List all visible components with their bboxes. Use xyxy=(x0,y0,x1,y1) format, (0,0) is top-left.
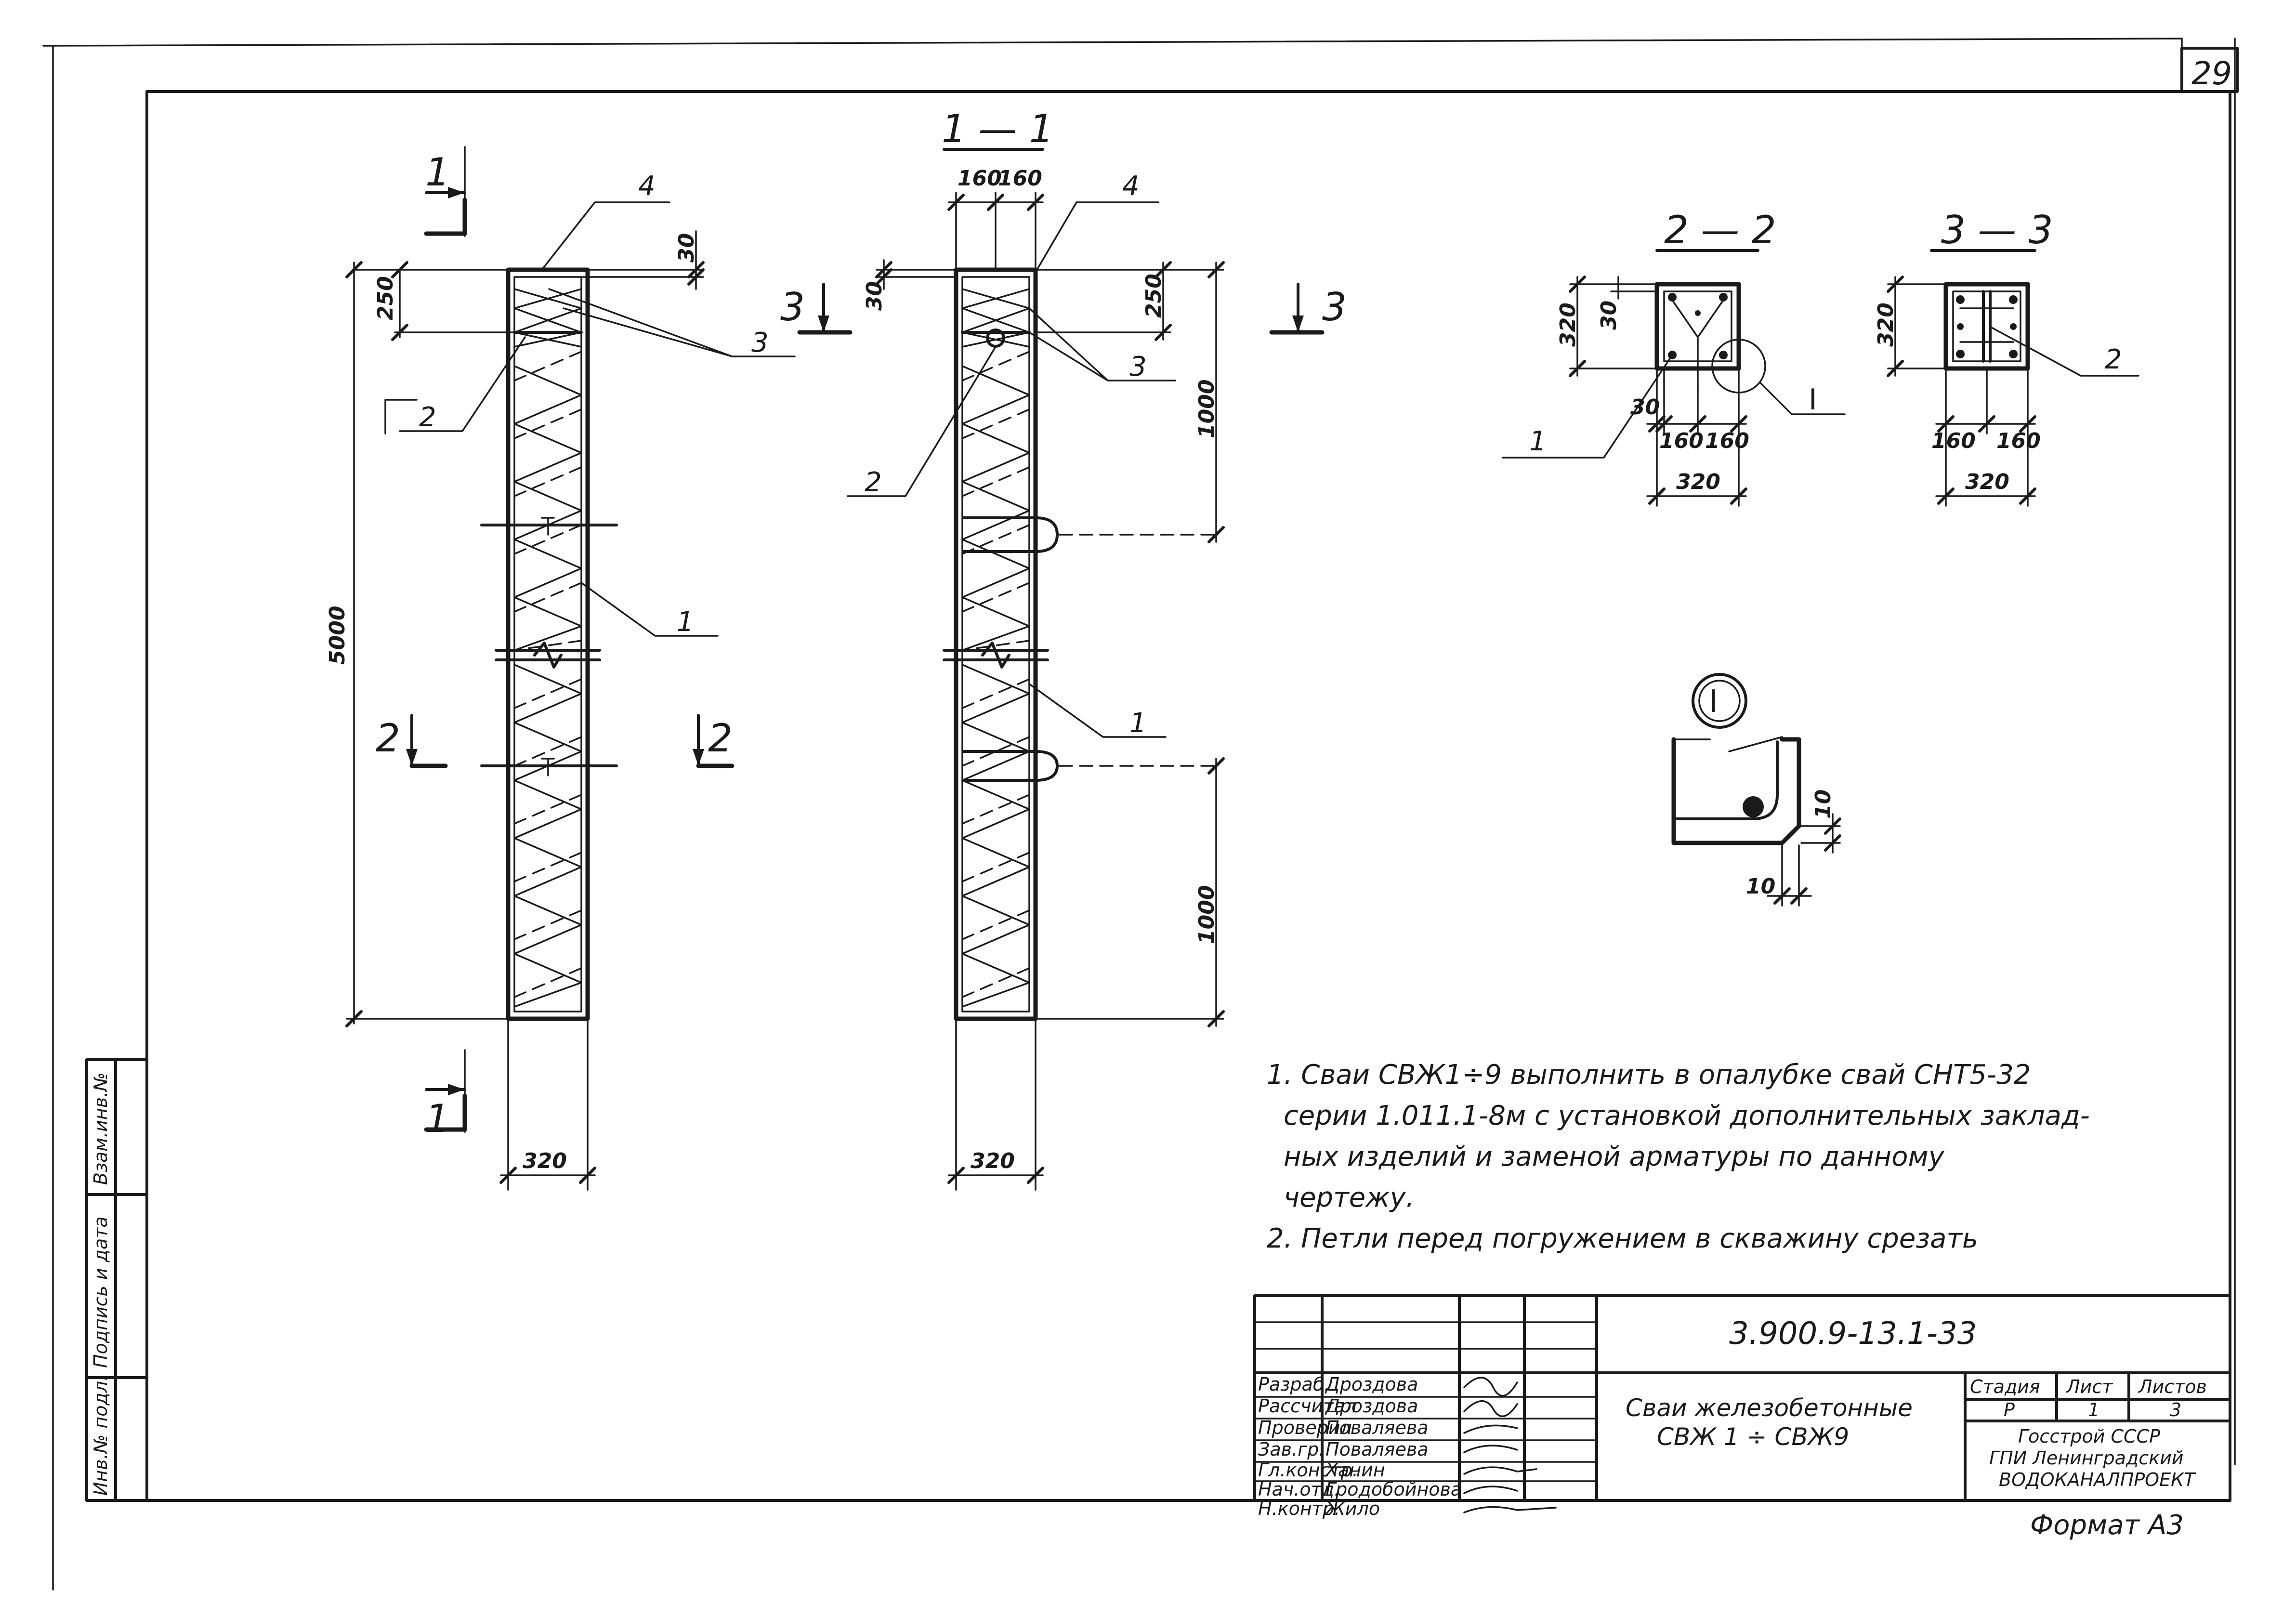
dim-s22-half-b: 160 xyxy=(1705,429,1749,453)
dim-top-cover-mid: 30 xyxy=(862,281,887,311)
note-line-1: 1. Сваи СВЖ1÷9 выполнить в опалубке свай… xyxy=(1267,1059,2031,1091)
dim-detail-b: 10 xyxy=(1746,874,1775,899)
sheet-frame: 29 Формат А3 xyxy=(42,38,2239,1591)
doc-code: 3.900.9-13.1-33 xyxy=(1729,1316,1977,1352)
section-3-3: 3 — 3 320 160 160 320 2 xyxy=(1874,208,2139,507)
sheets-label: Листов xyxy=(2138,1376,2207,1397)
note-line-3: ных изделий и заменой арматуры по данном… xyxy=(1284,1141,1945,1172)
view-left: 1 1 2 2 5000 250 30 320 4 3 2 1 xyxy=(325,146,796,1191)
view-mid-title: 1 — 1 xyxy=(942,106,1054,151)
callout-mid-1: 1 xyxy=(1129,708,1147,739)
doc-title-2: СВЖ 1 ÷ СВЖ9 xyxy=(1657,1423,1849,1451)
view-mid: 1 — 1 160 160 30 250 1000 xyxy=(780,106,1347,1191)
dim-top-height-mid: 250 xyxy=(1141,274,1166,318)
notes: 1. Сваи СВЖ1÷9 выполнить в опалубке свай… xyxy=(1267,1059,2090,1254)
role-2: Проверил xyxy=(1258,1417,1352,1438)
note-line-5: 2. Петли перед погружением в скважину ср… xyxy=(1267,1223,1978,1254)
stage-label: Стадия xyxy=(1970,1376,2040,1397)
doc-title-1: Сваи железобетонные xyxy=(1626,1394,1913,1422)
callout-2: 2 xyxy=(419,402,436,433)
callout-3: 3 xyxy=(751,327,769,358)
org-line-2: ГПИ Ленинградский xyxy=(1989,1447,2183,1469)
dim-s22-cover-side: 30 xyxy=(1630,395,1660,420)
dim-s22-width: 320 xyxy=(1676,470,1720,494)
name-5: Гродобойнова xyxy=(1325,1479,1462,1500)
dim-s33-width: 320 xyxy=(1965,470,2009,494)
name-0: Дроздова xyxy=(1325,1374,1418,1395)
callout-mid-2: 2 xyxy=(865,467,882,498)
dim-half-a: 160 xyxy=(958,166,1002,191)
role-5: Нач.отд. xyxy=(1258,1479,1340,1500)
dim-top-cover: 30 xyxy=(674,233,699,263)
name-3: Поваляева xyxy=(1325,1439,1429,1460)
dim-detail-a: 10 xyxy=(1811,789,1836,819)
note-line-4: чертежу. xyxy=(1284,1182,1415,1213)
section-mark-3-right: 3 xyxy=(1322,285,1347,329)
stamp-signature: Подпись и дата xyxy=(90,1216,111,1368)
title-block: 3.900.9-13.1-33 Сваи железобетонные СВЖ … xyxy=(1253,1294,2231,1519)
dim-s22-half-a: 160 xyxy=(1659,429,1704,453)
dim-lower-loop: 1000 xyxy=(1194,885,1219,944)
section-3-3-title: 3 — 3 xyxy=(1941,208,2053,252)
detail-I: I 10 10 xyxy=(1671,673,1841,907)
stamp-inv-orig: Инв.№ подл. xyxy=(90,1375,111,1496)
dim-half-b: 160 xyxy=(998,166,1042,191)
detail-callout: I xyxy=(1809,383,1817,417)
section-mark-right: 2 xyxy=(708,716,733,761)
callout-4: 4 xyxy=(638,171,656,202)
dim-s22-height: 320 xyxy=(1556,302,1580,347)
name-6: Жило xyxy=(1325,1498,1380,1519)
section-2-2: 2 — 2 I 320 30 30 160 160 320 1 xyxy=(1502,208,1846,507)
callout-s33-2: 2 xyxy=(2105,344,2122,375)
callout-s22-1: 1 xyxy=(1529,426,1547,457)
callout-1: 1 xyxy=(677,606,694,638)
section-mark-left: 2 xyxy=(376,716,400,761)
org-line-1: Госстрой СССР xyxy=(2018,1426,2160,1447)
name-1: Дроздова xyxy=(1325,1395,1418,1417)
name-2: Поваляева xyxy=(1325,1417,1429,1438)
sheet-number: 29 xyxy=(2191,55,2232,92)
dim-width-mid: 320 xyxy=(971,1149,1015,1173)
role-3: Зав.гр. xyxy=(1258,1439,1325,1460)
dim-s33-half-a: 160 xyxy=(1931,429,1976,453)
section-2-2-title: 2 — 2 xyxy=(1664,208,1776,252)
section-mark-3-left: 3 xyxy=(780,285,805,329)
detail-mark: I xyxy=(1709,684,1718,720)
dim-s33-height: 320 xyxy=(1874,302,1898,347)
sheet-label: Лист xyxy=(2065,1376,2113,1397)
side-stamp: Инв.№ подл. Подпись и дата Взам.инв.№ xyxy=(85,1058,148,1502)
dim-top-height: 250 xyxy=(373,276,398,320)
sheets-value: 3 xyxy=(2170,1399,2181,1420)
cut-mark-top: 1 xyxy=(425,150,450,195)
name-4: Ханин xyxy=(1325,1459,1385,1481)
sheet-value: 1 xyxy=(2088,1399,2099,1420)
callout-mid-3: 3 xyxy=(1129,351,1147,382)
role-4: Гл.констр. xyxy=(1258,1459,1358,1481)
callout-mid-4: 4 xyxy=(1122,171,1140,202)
dim-upper-loop: 1000 xyxy=(1194,380,1219,438)
stamp-inv-repl: Взам.инв.№ xyxy=(90,1072,111,1185)
format-label: Формат А3 xyxy=(2030,1510,2184,1541)
note-line-2: серии 1.011.1-8м с установкой дополнител… xyxy=(1284,1100,2090,1131)
dim-s33-half-b: 160 xyxy=(1996,429,2041,453)
dim-s22-cover-top: 30 xyxy=(1597,301,1621,330)
role-0: Разраб. xyxy=(1258,1374,1330,1395)
stage-value: Р xyxy=(2004,1399,2015,1420)
dim-width: 320 xyxy=(523,1149,567,1173)
role-1: Рассчитал xyxy=(1258,1395,1357,1417)
cut-mark-bottom: 1 xyxy=(425,1096,450,1141)
dim-overall-height: 5000 xyxy=(325,606,350,665)
org-line-3: ВОДОКАНАЛПРОЕКТ xyxy=(1999,1469,2196,1490)
role-6: Н.контр. xyxy=(1258,1498,1340,1519)
